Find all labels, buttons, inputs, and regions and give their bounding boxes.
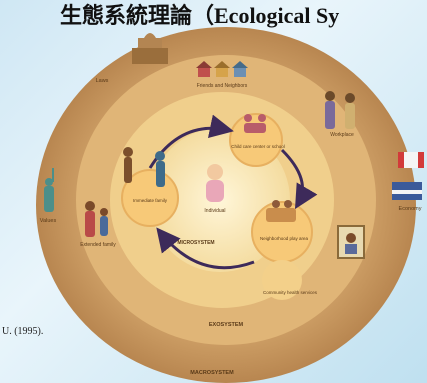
extended-family-figures	[85, 201, 108, 237]
arrow-neighborhood-to-family	[156, 227, 255, 270]
family-figures	[123, 147, 165, 187]
values-label: Values	[40, 218, 57, 224]
individual-child-figure	[206, 164, 224, 202]
community-health-label: Community health services	[263, 290, 318, 295]
health-services-portrait-icon	[337, 225, 365, 259]
arrow-childcare-to-neighborhood	[280, 148, 318, 210]
individual-label: Individual	[204, 208, 225, 214]
workplace-figures	[325, 91, 355, 129]
statue-of-liberty-icon	[44, 168, 54, 212]
community-node	[262, 260, 302, 300]
flags-icon	[392, 152, 424, 200]
economy-label: Economy	[399, 206, 422, 212]
slide-title: 生態系統理論（Ecological Sy	[60, 3, 340, 28]
neighborhood-label: Neighborhood play area	[260, 236, 309, 241]
extended-family-label: Extended family	[80, 242, 116, 248]
neighborhood-figures	[266, 200, 296, 222]
childcare-figures	[244, 114, 266, 133]
childcare-node	[229, 113, 283, 167]
citation: U. (1995).	[2, 326, 44, 337]
exosystem-label: EXOSYSTEM	[209, 322, 244, 328]
workplace-label: Workplace	[330, 132, 354, 138]
friends-neighbors-label: Friends and Neighbors	[197, 83, 248, 89]
houses-icon	[196, 61, 248, 77]
macrosystem-label: MACROSYSTEM	[190, 370, 234, 376]
capitol-building-icon	[132, 33, 168, 64]
childcare-label: Child care center or school	[231, 144, 285, 149]
immediate-family-label: Immediate family	[133, 198, 168, 203]
microsystem-label: MICROSYSTEM	[177, 240, 214, 246]
laws-label: Laws	[96, 78, 109, 84]
